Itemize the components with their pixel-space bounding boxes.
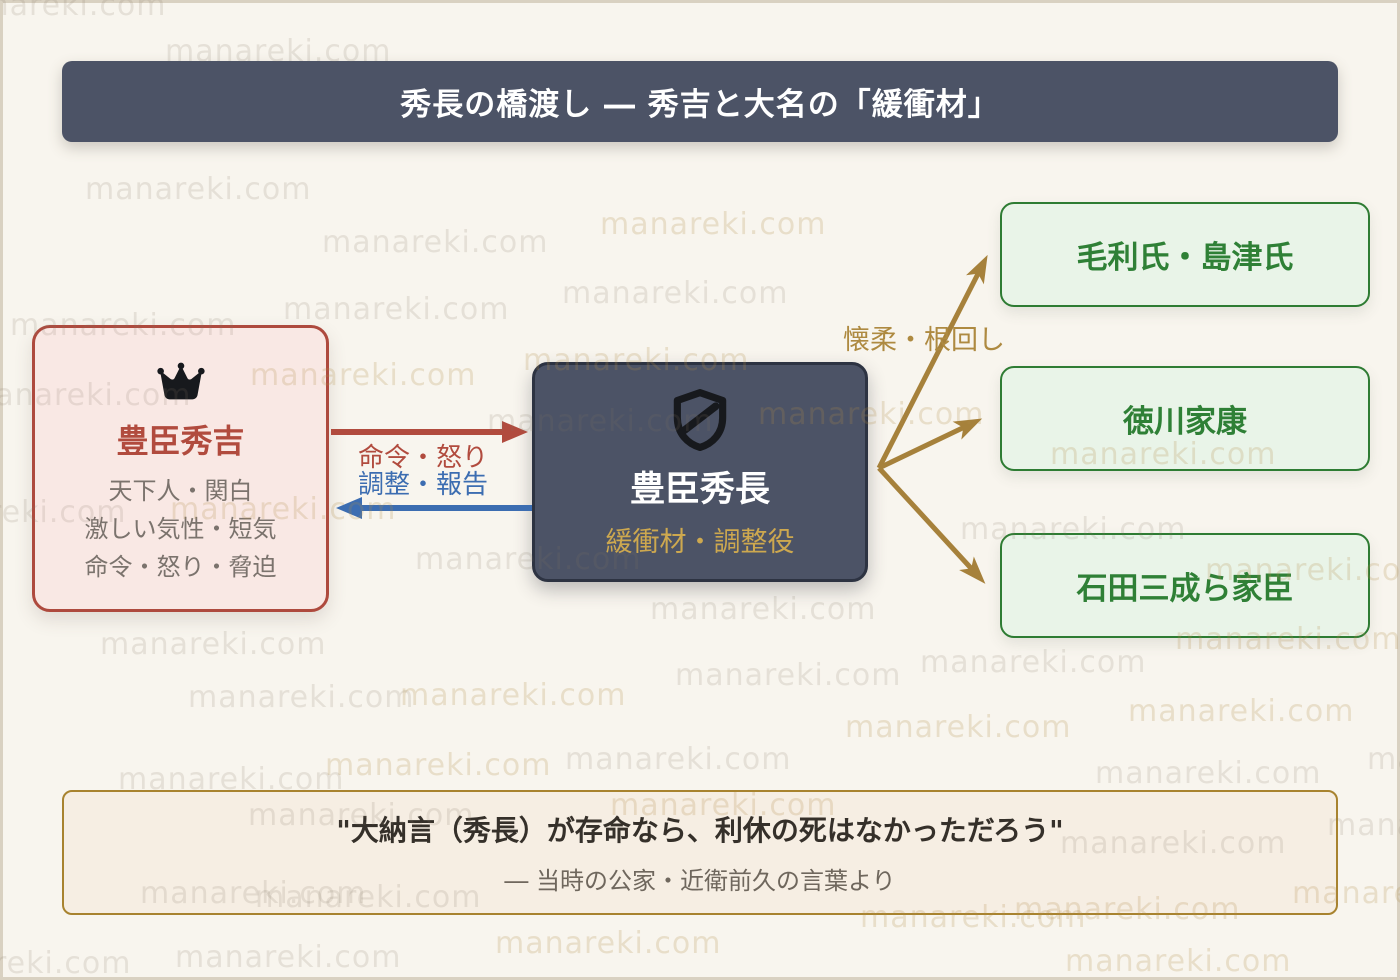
arrow-to-tokugawa [877,418,983,471]
watermark: manareki.com [322,225,549,260]
watermark: manareki.com [845,710,1072,745]
watermark: manareki.com [85,172,312,207]
diagram-title: 秀長の橋渡し ― 秀吉と大名の「緩衝材」 [400,87,1000,123]
quote-text: "大納言（秀長）が存命なら、利休の死はなかっただろう" [336,814,1064,847]
quote-attribution: ― 当時の公家・近衛前久の言葉より [504,867,896,895]
watermark: manareki.com [1367,742,1400,777]
hideyoshi-box: 豊臣秀吉 天下人・関白 激しい気性・短気 命令・怒り・脅迫 [32,325,329,612]
watermark: manareki.com [0,946,132,980]
watermark: manareki.com [1128,694,1355,729]
watermark: manareki.com [325,748,552,783]
hideyoshi-traits: 天下人・関白 激しい気性・短気 命令・怒り・脅迫 [85,472,277,586]
watermark: manareki.com [188,680,415,715]
daimyo-label: 徳川家康 [1123,404,1247,440]
crown-icon [156,362,205,400]
arrow-label-command: 命令・怒り [358,443,489,473]
watermark: manareki.com [0,0,167,23]
diagram-title-bar: 秀長の橋渡し ― 秀吉と大名の「緩衝材」 [62,61,1338,142]
watermark: manareki.com [400,678,627,713]
daimyo-label: 毛利氏・島津氏 [1076,240,1294,276]
arrow-to-mori [876,254,988,470]
watermark: manareki.com [650,592,877,627]
watermark: manareki.com [1065,944,1292,979]
watermark: manareki.com [600,207,827,242]
daimyo-box-mori-shimazu: 毛利氏・島津氏 [1000,202,1370,307]
daimyo-label: 石田三成ら家臣 [1076,571,1294,607]
arrow-to-ishida [877,466,986,584]
hidenaga-name: 豊臣秀長 [629,470,770,510]
hidenaga-role: 緩衝材・調整役 [605,527,795,558]
watermark: manareki.com [1095,756,1322,791]
hidenaga-box: 豊臣秀長 緩衝材・調整役 [532,362,868,582]
arrow-label-conciliate: 懐柔・根回し [843,325,1005,356]
quote-box: "大納言（秀長）が存命なら、利休の死はなかっただろう" ― 当時の公家・近衛前久… [62,790,1338,915]
daimyo-box-ishida: 石田三成ら家臣 [1000,533,1370,638]
watermark: manareki.com [495,926,722,961]
hideyoshi-name: 豊臣秀吉 [116,422,245,460]
daimyo-box-tokugawa: 徳川家康 [1000,366,1370,471]
hideyoshi-trait: 命令・怒り・脅迫 [84,553,277,581]
watermark: manareki.com [920,645,1147,680]
hideyoshi-trait: 激しい気性・短気 [84,515,277,543]
watermark: manareki.com [562,276,789,311]
arrow-label-report: 調整・報告 [358,470,489,500]
watermark: manareki.com [675,658,902,693]
hideyoshi-trait: 天下人・関白 [108,477,253,505]
watermark: manareki.com [100,627,327,662]
watermark: manareki.com [283,292,510,327]
watermark: manareki.com [565,742,792,777]
shield-slash-icon [673,389,727,451]
watermark: manareki.com [175,940,402,975]
